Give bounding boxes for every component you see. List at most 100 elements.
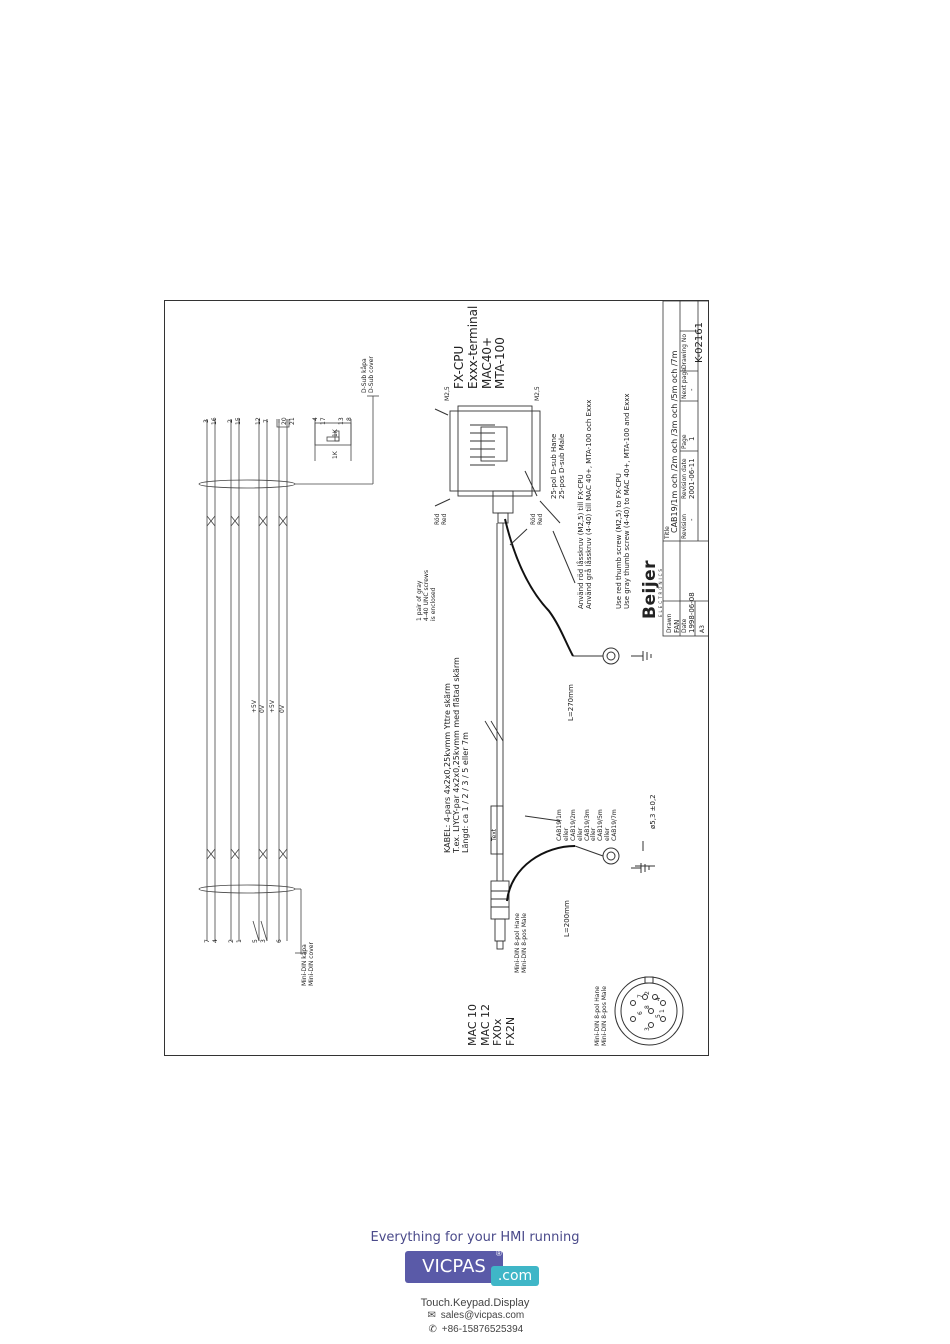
resistor-label: 1K <box>332 451 339 459</box>
din-pin-number: 3 <box>644 1027 651 1031</box>
instructions-english: Use red thumb screw (M2,5) to FX-CPU Use… <box>615 394 631 610</box>
vicpas-footer: Everything for your HMI running VICPAS ®… <box>0 1230 950 1337</box>
pin-number: 16 <box>211 417 218 425</box>
pin-number: 4 <box>312 417 319 421</box>
registered-mark: ® <box>496 1249 502 1258</box>
mini-din-cover-label: Mini-DIN kåpa Mini-DIN cover <box>301 942 316 986</box>
pin-number: 6 <box>276 939 283 943</box>
wiring-schematic <box>198 301 708 1046</box>
title-field-value: - <box>688 388 696 391</box>
technical-drawing: Mini-DIN kåpa Mini-DIN cover 7 4 2 1 5 3… <box>164 300 709 1056</box>
pin-number: 2 <box>228 939 235 943</box>
pin-number: 20 <box>281 417 288 425</box>
resistor-label: 1K <box>332 429 339 437</box>
phone-row: ✆+86-15876525394 <box>0 1323 950 1337</box>
ring-terminal-upper <box>602 647 620 665</box>
label-sv: 25-pol D-sub Hane <box>550 433 558 499</box>
pin-number: 2 <box>227 419 234 423</box>
ring-terminal-lower <box>602 847 620 865</box>
drawing-title: CAB19/1m och /2m och /3m och /5m och /7m <box>670 350 679 533</box>
dsub-connector <box>449 410 541 492</box>
screws-line: is enclosed <box>429 587 437 621</box>
din-pin-number: 5 <box>655 1014 662 1018</box>
pin-number: 3 <box>203 419 210 423</box>
beijer-logo-sub: ELECTRONICS <box>658 567 663 617</box>
title-field-value: 2001-06-11 <box>688 458 696 499</box>
device-name: FX2N <box>503 1016 517 1046</box>
din-pin-number: 1 <box>659 1009 666 1013</box>
title-field-value: 1998-06-08 <box>688 592 696 633</box>
cab-variant-list: CAB19/1m eller CAB19/2m eller CAB19/3m e… <box>556 809 619 841</box>
pin-number: 13 <box>338 417 345 425</box>
label-en: Red <box>536 513 544 525</box>
services-text: Touch.Keypad.Display <box>420 1297 530 1309</box>
label-en: D-Sub cover <box>367 356 375 393</box>
title-field-value: A3 <box>699 625 706 633</box>
mini-din-type-label: Mini-DIN 8-pol Hane Mini-DIN 8-pos Male <box>514 913 529 973</box>
mini-din-device-list: MAC 10 MAC 12 FX0x FX2N <box>466 1004 518 1046</box>
wire-label: +5V <box>269 700 276 713</box>
device-name: FX-CPU <box>452 345 466 389</box>
mail-icon: ✉ <box>427 1310 436 1321</box>
cable-line: T.ex. LIYCY-par 4x2x0,25kvmm med flätad … <box>452 657 462 853</box>
instruction-line: Använd grå låsskruv (4-40) till MAC 40+,… <box>585 399 594 609</box>
earth-lead-lower <box>506 845 576 902</box>
tagline: Everything for your HMI running <box>370 1230 580 1245</box>
title-field-value: FAN <box>673 619 681 633</box>
din-pin-number: 6 <box>637 1011 644 1015</box>
mini-din-face-label: Mini-DIN 8-pol Hane Mini-DIN 8-pos Male <box>594 986 609 1046</box>
pin-number: 5 <box>252 939 259 943</box>
device-name: MTA-100 <box>493 337 508 389</box>
pin-number: 21 <box>289 417 296 425</box>
din-pin-number: 4 <box>655 997 662 1001</box>
vicpas-logo: VICPAS ® .com <box>405 1249 545 1297</box>
pin-number: 1 <box>236 939 243 943</box>
wire-label: +5V <box>251 700 258 713</box>
red-screw-label-top: Röd Red <box>434 514 449 525</box>
pin-number: 12 <box>255 417 262 425</box>
title-field-value: - <box>688 518 696 521</box>
dsub-cover-label: D-Sub kåpa D-Sub cover <box>361 356 376 393</box>
instructions-swedish: Använd röd låsskruv (M2,5) till FX-CPU A… <box>577 400 593 609</box>
din-pin-number: 2 <box>644 991 651 995</box>
phone-number[interactable]: +86-15876525394 <box>441 1324 524 1335</box>
label-en: Mini-DIN 8-pos Male <box>600 986 608 1046</box>
pin-number: 17 <box>320 417 327 425</box>
length-label-upper: L=270mm <box>567 684 575 721</box>
email-row: ✉ sales@vicpas.com <box>0 1309 950 1323</box>
instruction-line: Use red thumb screw (M2,5) to FX-CPU <box>615 473 623 609</box>
pin-number: 3 <box>260 939 267 943</box>
earth-lead-upper <box>504 518 574 657</box>
device-name: MAC 10 <box>466 1004 479 1046</box>
instruction-line: Use gray thumb screw (4-40) to MAC 40+, … <box>623 393 632 610</box>
dsub-device-list: FX-CPU Exxx-terminal MAC40+ MTA-100 <box>452 305 508 389</box>
red-screw-label-bottom: Röd Red <box>530 513 545 525</box>
wire-label: 0V <box>259 705 266 713</box>
din-pin-number: 8 <box>644 1005 651 1009</box>
pin-number: 7 <box>263 419 270 423</box>
text-marker-label: Text <box>491 828 498 841</box>
email-link[interactable]: sales@vicpas.com <box>440 1310 525 1321</box>
brand-tld: .com <box>491 1266 539 1286</box>
pin-number: 4 <box>212 939 219 943</box>
instruction-line: Använd röd låsskruv (M2,5) till FX-CPU <box>577 474 585 609</box>
label-en: Mini-DIN 8-pos Male <box>520 913 528 973</box>
screws-note: 1 pair of gray 4-40 UNC screws is enclos… <box>416 570 438 621</box>
label-en: Mini-DIN cover <box>307 942 315 986</box>
title-field-value: 1 <box>688 436 696 441</box>
title-field-label: Next page <box>681 368 688 399</box>
drawing-number: K-02161 <box>694 322 705 363</box>
brand-name: VICPAS <box>405 1251 503 1283</box>
cable-line: Längd: ca 1 / 2 / 3 / 5 eller 7m <box>461 732 471 853</box>
length-label-lower: L=200mm <box>563 900 571 937</box>
device-name: MAC40+ <box>479 336 494 389</box>
m25-label: M2,5 <box>534 386 541 401</box>
cable-description: KABEL: 4-pars 4x2x0,25kvmm Yttre skärm T… <box>443 657 471 853</box>
cable-line: KABEL: 4-pars 4x2x0,25kvmm Yttre skärm <box>443 683 452 853</box>
wire-label: 0V <box>279 705 286 713</box>
title-block <box>662 301 708 637</box>
device-name: Exxx-terminal <box>465 305 480 389</box>
title-field-label: Drawing No <box>681 333 688 369</box>
pin-number: 7 <box>204 939 211 943</box>
m25-label: M2,5 <box>444 386 451 401</box>
